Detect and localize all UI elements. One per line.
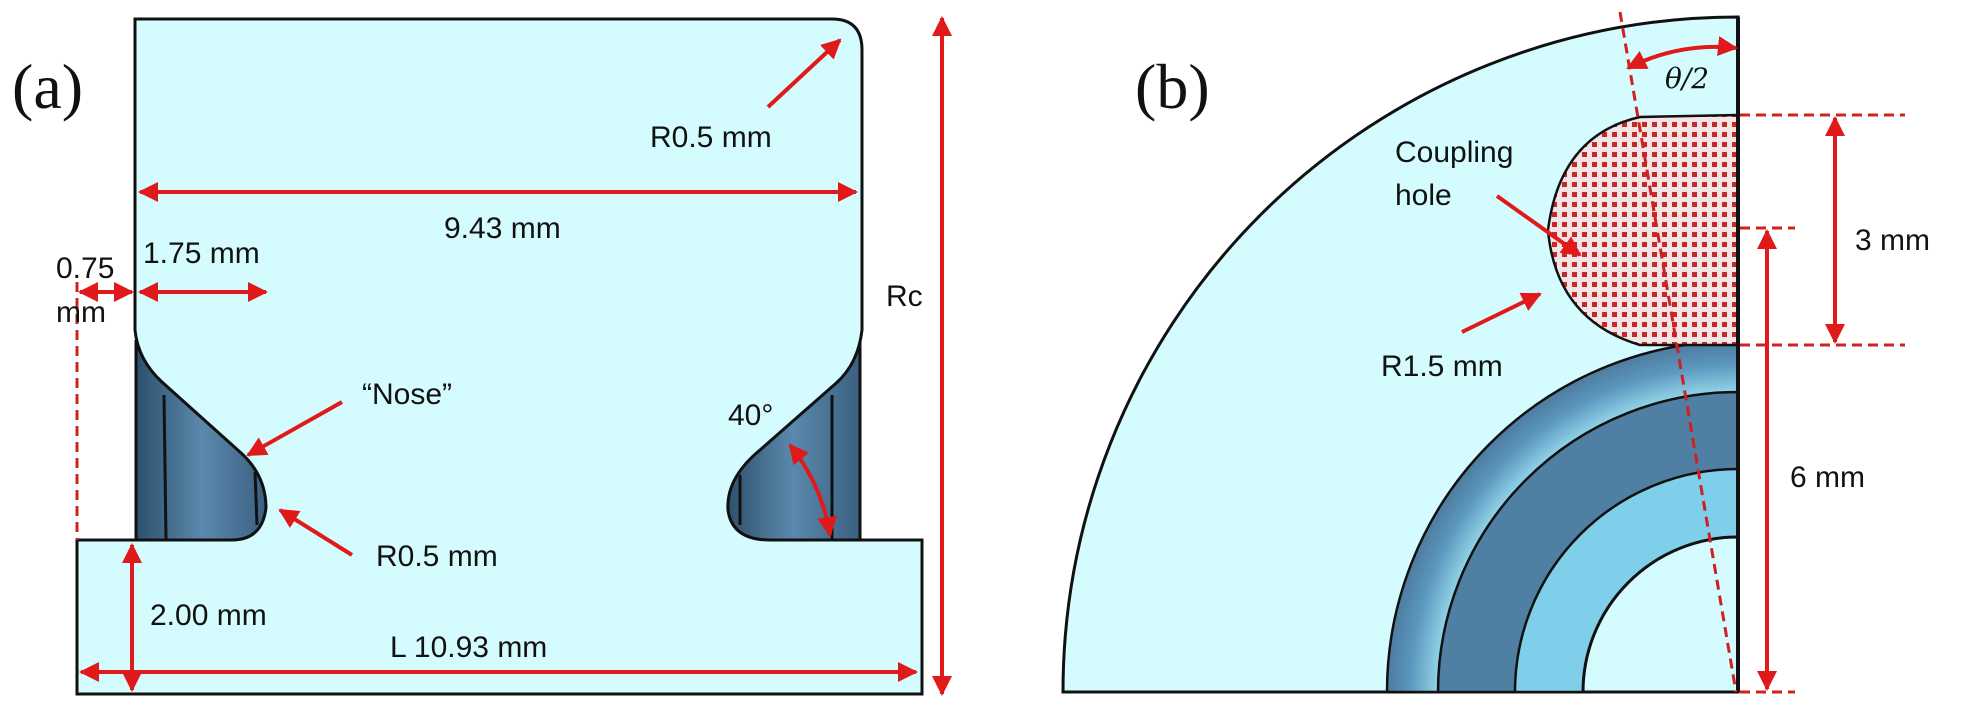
angle-label: 40° bbox=[728, 399, 773, 432]
nose-offset-label: 1.75 mm bbox=[143, 237, 260, 270]
corner-radius-arrow bbox=[766, 38, 842, 109]
half-angle-line bbox=[1618, 11, 1738, 693]
nose-radius-label: R0.5 mm bbox=[376, 540, 498, 573]
coupling-hole-label-1: Coupling bbox=[1395, 136, 1513, 169]
nose-label: “Nose” bbox=[362, 378, 452, 411]
half-angle-arc bbox=[1626, 36, 1738, 70]
angle-arc bbox=[788, 443, 838, 537]
coupling-hole-arrow bbox=[1495, 194, 1582, 257]
inner-rings bbox=[1385, 339, 1738, 692]
base-height-label: 2.00 mm bbox=[150, 599, 267, 632]
half-angle-label: θ/2 bbox=[1665, 62, 1709, 95]
offset-left-value: 0.75 bbox=[56, 252, 114, 285]
nose-arrow bbox=[246, 400, 343, 457]
offset-left-unit: mm bbox=[56, 296, 106, 329]
panel-b-label: (b) bbox=[1135, 51, 1210, 122]
panel-a-label: (a) bbox=[12, 51, 83, 122]
blade-body bbox=[75, 17, 924, 696]
length-label: L 10.93 mm bbox=[390, 631, 547, 664]
hole-radius-arrow bbox=[1461, 292, 1542, 334]
rc-label: Rc bbox=[886, 280, 923, 313]
nose-radius-arrow bbox=[278, 508, 354, 557]
corner-radius-label: R0.5 mm bbox=[650, 121, 772, 154]
center-height-label: 6 mm bbox=[1790, 461, 1865, 494]
hole-height-label: 3 mm bbox=[1855, 224, 1930, 257]
coupling-hole-label-2: hole bbox=[1395, 179, 1452, 212]
hole-radius-label: R1.5 mm bbox=[1381, 350, 1503, 383]
panel-a: (a) R0.5 mm 9.43 mm 0.75 mm 1.75 mm “Nos… bbox=[12, 15, 952, 696]
panel-b: (b) θ/2 Coupling hole R1.5 mm bbox=[1061, 11, 1930, 694]
top-width-label: 9.43 mm bbox=[444, 212, 561, 245]
